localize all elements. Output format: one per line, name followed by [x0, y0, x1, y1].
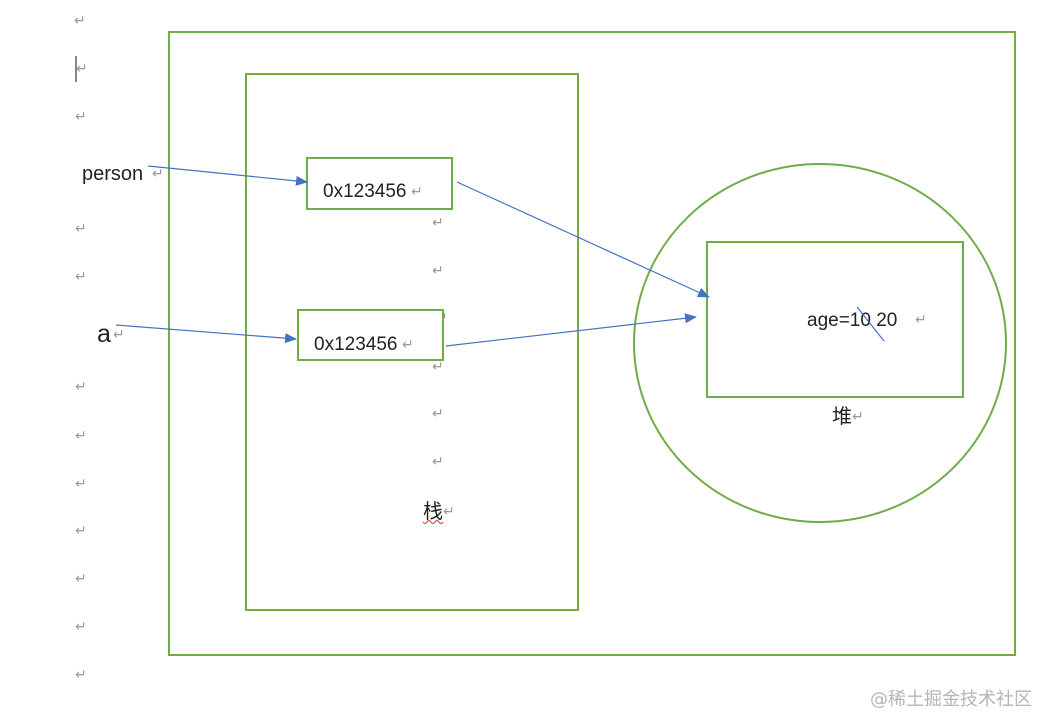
paragraph-mark: ↵: [76, 61, 88, 77]
heap-label: 堆: [832, 405, 852, 428]
stack-box: [245, 73, 579, 611]
heap-circle: [633, 163, 1007, 523]
memory-outer-box: [168, 31, 1016, 656]
paragraph-mark: ↵: [432, 406, 444, 422]
stack-cell-a-value: 0x123456: [314, 334, 397, 355]
watermark: @稀土掘金技术社区: [870, 689, 1032, 710]
stack-label: 栈: [423, 500, 443, 523]
paragraph-mark: ↵: [75, 269, 87, 285]
paragraph-mark: ↵: [75, 667, 87, 683]
paragraph-mark: ↵: [411, 184, 423, 200]
heap-object-box: [706, 241, 964, 398]
paragraph-mark: ↵: [432, 359, 444, 375]
variable-person-label: person: [82, 163, 143, 185]
paragraph-mark: ↵: [432, 454, 444, 470]
arrow-person-to-stack: [147, 165, 308, 186]
paragraph-mark: ↵: [443, 504, 455, 520]
strikethrough-mark: [856, 306, 885, 342]
paragraph-mark: ↵: [74, 13, 86, 29]
paragraph-mark: ↵: [432, 215, 444, 231]
paragraph-mark: ↵: [402, 337, 414, 353]
paragraph-mark: ↵: [75, 571, 87, 587]
paragraph-mark: ↵: [113, 327, 125, 343]
stack-cell-person: [306, 157, 453, 210]
paragraph-mark: ↵: [75, 476, 87, 492]
stack-cell-a: [297, 309, 444, 361]
heap-object-field: age=10 20: [807, 310, 897, 331]
paragraph-mark: ↵: [75, 428, 87, 444]
paragraph-mark: ↵: [852, 409, 864, 425]
arrow-a-to-stack: [115, 324, 297, 344]
arrow-stack1-to-heap: [456, 181, 710, 298]
paragraph-mark: ↵: [75, 379, 87, 395]
stack-cell-person-value: 0x123456: [323, 181, 406, 202]
spelling-squiggle: [422, 519, 444, 525]
paragraph-mark: ↵: [75, 221, 87, 237]
paragraph-mark: ↵: [75, 109, 87, 125]
arrow-stack2-to-heap: [445, 313, 697, 347]
paragraph-mark: ↵: [432, 263, 444, 279]
paragraph-mark: ↵: [75, 619, 87, 635]
paragraph-mark: ↵: [75, 523, 87, 539]
margin-paragraph-marks: ↵ ↵ ↵ ↵ ↵ ↵ ↵ ↵ ↵ ↵ ↵ ↵: [74, 13, 88, 683]
paragraph-mark: ↵: [152, 166, 164, 182]
paragraph-mark: ↵: [915, 312, 927, 328]
variable-a-label: a: [97, 320, 111, 348]
